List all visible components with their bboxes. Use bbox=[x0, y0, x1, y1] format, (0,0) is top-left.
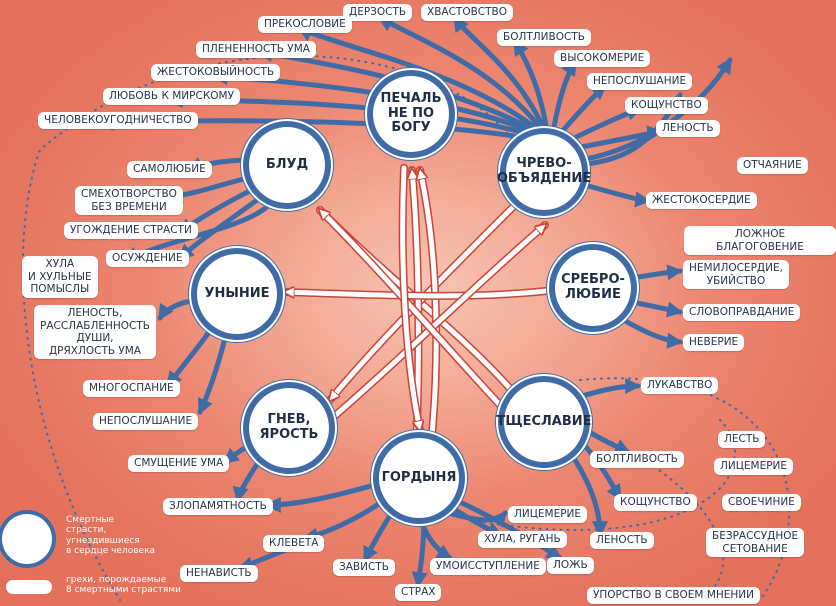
sin-label: КЛЕВЕТА bbox=[263, 535, 325, 552]
relation-arrow bbox=[562, 442, 608, 538]
sin-label: БОЛТЛИВОСТЬ bbox=[497, 29, 591, 46]
relation-arrow bbox=[617, 297, 684, 318]
sin-label: ЛИЦЕМЕРИЕ bbox=[714, 458, 794, 475]
relation-arrow bbox=[362, 497, 403, 563]
sin-node-srebro: СРЕБРО- ЛЮБИЕ bbox=[560, 255, 626, 321]
relation-arrow bbox=[567, 378, 642, 403]
sin-label: СТРАХ bbox=[395, 584, 442, 601]
sin-label: БОЛТЛИВОСТЬ bbox=[590, 451, 684, 468]
relation-arrow bbox=[415, 507, 453, 561]
sin-label: СЛОВОПРАВДАНИЕ bbox=[683, 304, 801, 321]
sin-label: ЛУКАВСТВО bbox=[641, 377, 719, 394]
sin-label: ПРЕКОСЛОВИЕ bbox=[258, 16, 352, 33]
sin-label: ЗЛОПАМЯТНОСТЬ bbox=[163, 498, 273, 515]
sin-label: НЕНАВИСТЬ bbox=[180, 565, 258, 582]
sin-label: НЕВЕРИЕ bbox=[683, 334, 745, 351]
sin-label: НЕПОСЛУШАНИЕ bbox=[587, 73, 693, 90]
sin-label: НЕМИЛОСЕРДИЕ, УБИЙСТВО bbox=[683, 260, 789, 290]
relation-arrow bbox=[617, 264, 684, 283]
sin-label: СМЕХОТВОРСТВО БЕЗ ВРЕМЕНИ bbox=[75, 186, 183, 216]
sin-label: ЗАВИСТЬ bbox=[333, 559, 395, 576]
sin-label: ОСУЖДЕНИЕ bbox=[106, 250, 189, 267]
legend-pill-text: грехи, порождаемые 8 смертными страстями bbox=[66, 575, 181, 596]
sin-label: ХУЛА И ХУЛЬНЫЕ ПОМЫСЛЫ bbox=[22, 256, 98, 298]
sin-node-tsheslavie: ТЩЕСЛАВИЕ bbox=[496, 387, 592, 457]
sin-label: ЛЕСТЬ bbox=[718, 431, 766, 448]
sin-node-blud: БЛУД bbox=[254, 132, 320, 198]
relation-arrow bbox=[157, 297, 208, 321]
sin-label: ЛОЖЬ bbox=[547, 557, 594, 574]
sin-label: УПОРСТВО В СВОЕМ МНЕНИИ bbox=[587, 587, 761, 604]
sin-label: ОТЧАЯНИЕ bbox=[737, 157, 808, 174]
sin-label: ЛЕНОСТЬ, РАССЛАБЛЕННОСТЬ ДУШИ, ДРЯХЛОСТЬ… bbox=[34, 305, 156, 360]
sin-label: СМУЩЕНИЕ УМА bbox=[128, 455, 230, 472]
relation-arrow bbox=[429, 505, 508, 528]
sin-label: ХВАСТОВСТВО bbox=[421, 4, 514, 21]
sin-node-chrevo: ЧРЕВО- ОБЪЯДЕНИЕ bbox=[497, 139, 591, 205]
relation-arrow bbox=[582, 182, 652, 208]
sin-label: КОЩУНСТВО bbox=[614, 494, 697, 511]
relation-arrow bbox=[222, 437, 261, 465]
sin-label: БЕЗРАССУДНОЕ СЕТОВАНИЕ bbox=[706, 528, 805, 558]
sin-label: ЛОЖНОЕ БЛАГОГОВЕНИЕ bbox=[684, 226, 836, 256]
sin-label: УМОИССТУПЛЕНИЕ bbox=[430, 558, 546, 575]
sin-label: ЖЕСТОКОВЫЙНОСТЬ bbox=[151, 64, 281, 81]
relation-thin-arrow bbox=[579, 377, 791, 601]
sin-label: МНОГОСПАНИЕ bbox=[83, 380, 180, 397]
relation-arrow bbox=[197, 323, 231, 415]
relation-thin-arrow bbox=[21, 54, 521, 601]
sin-label: СВОЕЧИНИЕ bbox=[722, 494, 801, 511]
legend-pill-icon bbox=[6, 580, 52, 594]
relation-arrow bbox=[297, 25, 551, 141]
sin-node-unynie: УНЫНИЕ bbox=[202, 259, 272, 329]
sin-label: ПЛЕНЕННОСТЬ УМА bbox=[196, 41, 316, 58]
relation-arrow bbox=[377, 15, 551, 141]
sin-label: ЖЕСТОКОСЕРДИЕ bbox=[646, 192, 757, 209]
legend-ring-icon bbox=[6, 518, 48, 560]
sin-label: ЛЮБОВЬ К МИРСКОМУ bbox=[103, 88, 240, 105]
relation-arrow bbox=[411, 509, 428, 589]
passion-link-arrow bbox=[285, 290, 558, 299]
sin-label: ЛЕНОСТЬ bbox=[656, 120, 720, 137]
relation-arrow bbox=[607, 309, 684, 349]
sin-label: ЧЕЛОВЕКОУГОДНИЧЕСТВО bbox=[38, 112, 198, 129]
legend-circle-text: Смертные страсти, угнездившиеся в сердце… bbox=[66, 515, 156, 557]
relation-thin-arrow bbox=[559, 419, 725, 601]
relation-arrow bbox=[165, 317, 221, 388]
passion-link-arrow bbox=[327, 225, 545, 423]
sin-node-pechal: ПЕЧАЛЬ НЕ ПО БОГУ bbox=[378, 81, 444, 147]
sin-label: ДЕРЗОСТЬ bbox=[343, 4, 413, 21]
relation-arrow bbox=[264, 477, 395, 513]
sin-label: ЛИЦЕМЕРИЕ bbox=[508, 506, 588, 523]
sin-node-gordynya: ГОРДЫНЯ bbox=[382, 443, 456, 513]
relation-thin-arrow bbox=[469, 419, 737, 531]
relation-arrow bbox=[442, 492, 563, 561]
sin-label: ЛЕНОСТЬ bbox=[590, 532, 654, 549]
sin-label: НЕПОСЛУШАНИЕ bbox=[93, 413, 199, 430]
sin-node-gnev: ГНЕВ, ЯРОСТЬ bbox=[254, 393, 324, 463]
sin-label: САМОЛЮБИЕ bbox=[127, 161, 212, 178]
sin-label: УГОЖДЕНИЕ СТРАСТИ bbox=[64, 222, 198, 239]
sin-label: ВЫСОКОМЕРИЕ bbox=[554, 50, 651, 67]
passion-link-arrow bbox=[400, 165, 420, 430]
sin-label: ХУЛА, РУГАНЬ bbox=[478, 531, 567, 548]
passion-link-arrow bbox=[320, 210, 503, 408]
relation-arrow bbox=[232, 449, 268, 504]
relation-arrow bbox=[452, 15, 551, 141]
sin-label: КОЩУНСТВО bbox=[625, 97, 708, 114]
